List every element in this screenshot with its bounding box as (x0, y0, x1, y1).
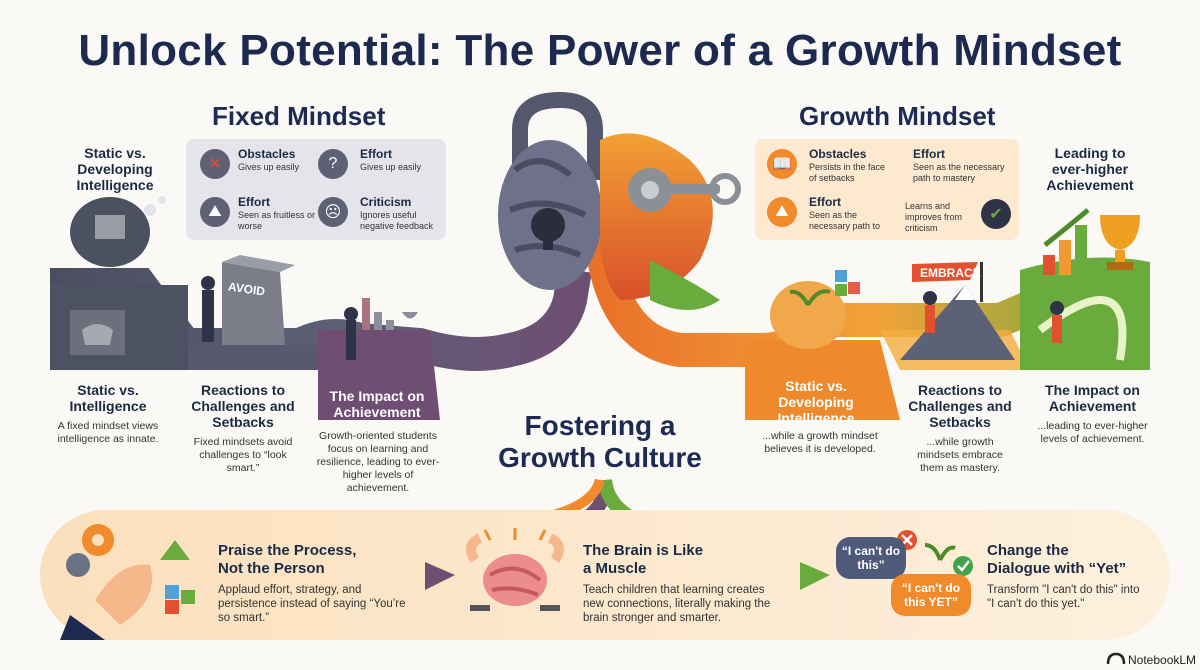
trait-desc: Seen as the necessary path to (809, 210, 881, 231)
trait-desc: Seen as fruitless or worse (238, 210, 316, 231)
trait-title: Effort (360, 147, 392, 161)
trait-desc: Gives up easily (360, 162, 422, 172)
brand-label: NotebookLM (1128, 653, 1197, 667)
fixed-traits-panel: ✕ Obstacles Gives up easily ? Effort Giv… (186, 139, 446, 240)
trait-title: Obstacles (809, 147, 867, 161)
fixed-step-3-heading: The Impact on Achievement (329, 388, 425, 420)
mountain-icon (900, 285, 1015, 360)
banner-title-line-2: Dialogue with “Yet” (987, 560, 1127, 577)
cant-speech-bubble: “I can't do this” (836, 537, 906, 579)
banner-item-yet: Change the Dialogue with “Yet” Transform… (987, 542, 1147, 611)
page-title: Unlock Potential: The Power of a Growth … (78, 26, 1122, 75)
trophy-icon (1100, 215, 1140, 250)
writing-person-icon: ✔ (981, 199, 1011, 229)
trait-desc: Persists in the face of setbacks (809, 162, 886, 183)
fostering-line-1: Fostering a (524, 410, 676, 441)
step-desc: ...leading to ever-higher levels of achi… (1037, 420, 1148, 445)
fixed-step-1: Static vs. Intelligence A fixed mindset … (48, 382, 168, 446)
dumbbell-icon (470, 605, 490, 611)
growth-trait-effort-1: Effort Seen as the necessary path to mas… (911, 147, 1017, 189)
growth-traits-panel: 📖 Obstacles Persists in the face of setb… (755, 139, 1019, 240)
step-heading: Reactions to Challenges and Setbacks (191, 382, 295, 430)
lock-shackle-icon (512, 91, 603, 180)
embrace-flag: EMBRACE (920, 266, 981, 280)
avoid-wall (222, 262, 285, 345)
notebooklm-logo-icon (1106, 652, 1126, 665)
frowning-person-icon: ☹ (318, 197, 348, 227)
banner-title-line-1: Change the (987, 542, 1069, 559)
flower-icon (600, 133, 713, 300)
trait-title: Obstacles (238, 147, 296, 161)
growth-mindset-heading: Growth Mindset (799, 101, 996, 131)
book-icon: 📖 (767, 149, 797, 179)
growth-top-label: Leading to ever-higher Achievement (1046, 145, 1134, 193)
trait-title: Effort (913, 147, 945, 161)
growth-trait-effort-2: ⛰ Effort Seen as the necessary path to (767, 195, 907, 237)
banner-item-praise: Praise the Process, Not the Person Appla… (218, 542, 408, 625)
fixed-trait-effort-2: ⛰ Effort Seen as fruitless or worse (200, 195, 320, 237)
fixed-mindset-heading: Fixed Mindset (212, 101, 386, 131)
fixed-step-2: Reactions to Challenges and Setbacks Fix… (188, 382, 298, 475)
step-heading: The Impact on Achievement (1045, 382, 1140, 414)
growth-step-1-desc: ...while a growth mindset believes it is… (762, 430, 878, 455)
cant-yet-speech-bubble: “I can't do this YET” (891, 574, 971, 616)
climber-icon: ⛰ (767, 197, 797, 227)
growth-step-3: The Impact on Achievement ...leading to … (1035, 382, 1150, 446)
banner-item-muscle: The Brain is Like a Muscle Teach childre… (583, 542, 783, 625)
banner-title-line-1: Praise the Process, (218, 542, 357, 559)
check-mark-icon (953, 556, 973, 576)
banner-desc: Teach children that learning creates new… (583, 584, 771, 624)
banner-title-line-2: Not the Person (218, 560, 325, 577)
fixed-trait-obstacles: ✕ Obstacles Gives up easily (200, 147, 320, 189)
growth-trait-criticism: Learns and improves from criticism ✔ (903, 195, 1019, 237)
growth-head-icon (770, 281, 846, 349)
growth-trait-obstacles: 📖 Obstacles Persists in the face of setb… (767, 147, 897, 189)
trait-desc: Gives up easily (238, 162, 300, 172)
climbing-person-icon: ⛰ (200, 197, 230, 227)
fostering-line-2: Growth Culture (498, 442, 702, 473)
trait-title: Criticism (360, 195, 412, 209)
trait-desc: Ignores useful negative feedback (360, 210, 434, 231)
fixed-trait-effort-1: ? Effort Gives up easily (318, 147, 444, 189)
key-icon (665, 184, 720, 194)
trait-desc: Seen as the necessary path to mastery (913, 162, 1005, 183)
banner-desc: Applaud effort, strategy, and persistenc… (218, 584, 406, 624)
trait-title: Effort (238, 195, 270, 209)
banner-title-line-1: The Brain is Like (583, 542, 704, 559)
bar-chart-icon (1043, 255, 1055, 275)
step-heading: Reactions to Challenges and Setbacks (908, 382, 1012, 430)
step-heading: Static vs. Intelligence (69, 382, 147, 414)
step-desc: A fixed mindset views intelligence as in… (57, 420, 159, 445)
fixed-trait-criticism: ☹ Criticism Ignores useful negative feed… (318, 195, 444, 237)
fostering-heading: Fostering a Growth Culture (470, 410, 730, 474)
fixed-top-label: Static vs. Developing Intelligence (76, 145, 154, 193)
trait-desc: Learns and improves from criticism (905, 201, 963, 233)
step-desc: Fixed mindsets avoid challenges to “look… (193, 436, 293, 474)
question-person-icon: ? (318, 149, 348, 179)
step-desc: ...while growth mindsets embrace them as… (917, 436, 1003, 474)
blocked-person-icon: ✕ (200, 149, 230, 179)
fixed-step-3-desc: Growth-oriented students focus on learni… (316, 430, 440, 494)
growth-step-1-heading: Static vs. Developing Intelligence (777, 378, 855, 426)
growth-step-2: Reactions to Challenges and Setbacks ...… (905, 382, 1015, 475)
banner-desc: Transform "I can't do this" into "I can'… (987, 584, 1140, 610)
banner-title-line-2: a Muscle (583, 560, 647, 577)
trait-title: Effort (809, 195, 841, 209)
clapping-hands-icon (95, 564, 152, 625)
